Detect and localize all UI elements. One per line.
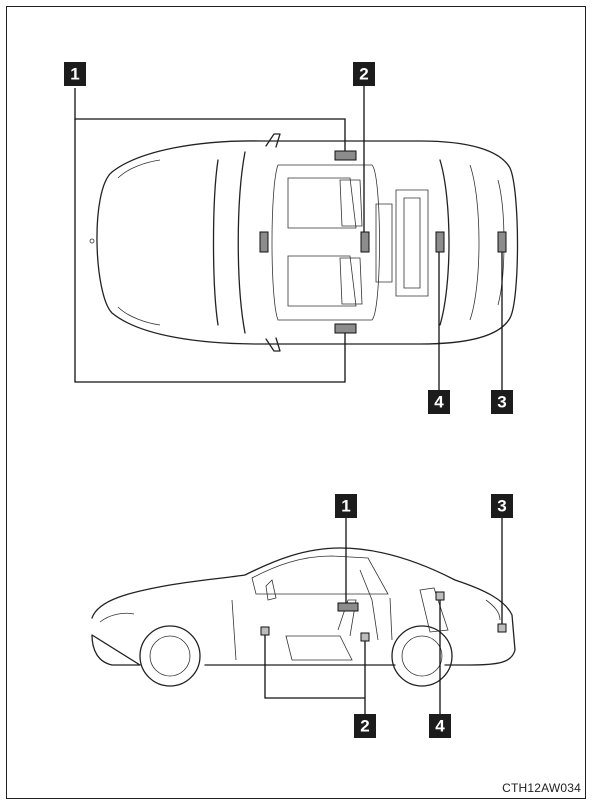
sensor-1-right — [334, 323, 357, 334]
top-callout-3: 3 — [491, 390, 513, 414]
svg-text:4: 4 — [435, 717, 445, 736]
top-callout-2: 2 — [353, 62, 375, 86]
svg-text:3: 3 — [497, 393, 506, 412]
top-callout-1: 1 — [64, 62, 86, 86]
svg-text:2: 2 — [359, 65, 368, 84]
top-view-leaders — [74, 86, 503, 390]
sensor-front — [259, 231, 269, 253]
side-callout-3: 3 — [491, 494, 513, 518]
side-callout-1: 1 — [335, 494, 357, 518]
side-view-car — [91, 547, 516, 687]
top-callout-4: 4 — [428, 390, 450, 414]
svg-text:4: 4 — [434, 393, 444, 412]
svg-text:2: 2 — [360, 717, 369, 736]
sensor-1-left — [334, 150, 357, 161]
side-sensor-4 — [435, 591, 445, 601]
side-callout-4: 4 — [429, 714, 451, 738]
side-sensor-1 — [337, 602, 359, 612]
sensor-3-tail — [497, 231, 507, 253]
side-view-sensors — [260, 591, 507, 642]
svg-text:1: 1 — [70, 65, 79, 84]
side-view-leaders — [264, 518, 503, 714]
side-sensor-2-center — [360, 632, 370, 642]
sensor-4-rear — [435, 231, 445, 253]
side-callout-2: 2 — [354, 714, 376, 738]
figure-border — [6, 6, 586, 799]
top-view-car — [89, 133, 519, 352]
side-sensor-3 — [497, 623, 507, 633]
sensor-2-center — [360, 231, 370, 253]
svg-text:3: 3 — [497, 497, 506, 516]
side-sensor-2-front — [260, 626, 270, 636]
figure-code: CTH12AW034 — [502, 781, 581, 795]
svg-text:1: 1 — [341, 497, 350, 516]
